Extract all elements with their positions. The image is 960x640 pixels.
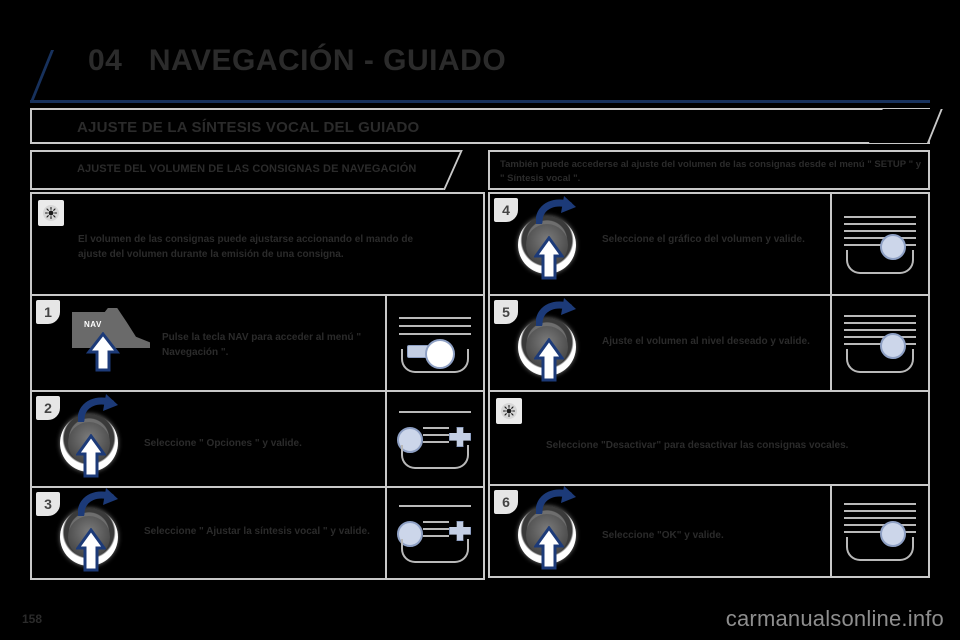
- lightbulb-icon: [38, 200, 64, 226]
- step-cell-3: 3 Seleccione " Ajustar la síntesis vocal…: [30, 486, 485, 580]
- thumbnail-radio: [830, 486, 928, 576]
- radio-faceplate-icon: [393, 497, 477, 569]
- step-text: Seleccione "OK" y valide.: [602, 530, 724, 541]
- intro-left-cell: AJUSTE DEL VOLUMEN DE LAS CONSIGNAS DE N…: [30, 150, 503, 190]
- step-cell-2: 2 Seleccione " Opciones " y valide.: [30, 390, 485, 488]
- section-title: AJUSTE DE LA SÍNTESIS VOCAL DEL GUIADO: [77, 119, 420, 136]
- left-column: El volumen de las consignas puede ajusta…: [30, 192, 485, 580]
- nav-key-icon: NAV: [72, 308, 150, 372]
- thumbnail-radio: [385, 488, 483, 578]
- thumbnail-radio: [830, 194, 928, 294]
- step-text: Seleccione " Opciones " y valide.: [144, 438, 302, 449]
- intro-left-label: AJUSTE DEL VOLUMEN DE LAS CONSIGNAS DE N…: [77, 163, 417, 175]
- chapter-rule: [30, 100, 930, 103]
- lightbulb-icon: [496, 398, 522, 424]
- section-bar-clip: [869, 109, 943, 143]
- step-badge: 5: [494, 300, 518, 324]
- step-badge: 4: [494, 198, 518, 222]
- radio-faceplate-icon: [393, 307, 477, 379]
- rotary-knob-icon: [518, 298, 580, 382]
- radio-dial: [880, 234, 906, 260]
- radio-dial: [425, 339, 455, 369]
- step-badge: 3: [36, 492, 60, 516]
- intro-right-cell: También puede accederse al ajuste del vo…: [488, 150, 930, 190]
- hint-cell-disable: Seleccione "Desactivar" para desactivar …: [488, 390, 930, 486]
- radio-dpad: [449, 427, 471, 447]
- rotary-knob-icon: [518, 486, 580, 570]
- chapter-title-wrap: 04 NAVEGACIÓN - GUIADO: [88, 44, 506, 78]
- hint-text: Seleccione "Desactivar" para desactivar …: [546, 440, 849, 451]
- hint-cell-volume: El volumen de las consignas puede ajusta…: [30, 192, 485, 296]
- rotary-knob-icon: [518, 196, 580, 280]
- page-title: NAVEGACIÓN - GUIADO: [148, 44, 507, 77]
- step-text: Seleccione " Ajustar la síntesis vocal "…: [144, 526, 370, 537]
- watermark: carmanualsonline.info: [725, 606, 944, 631]
- step-text: Seleccione el gráfico del volumen y vali…: [602, 234, 805, 245]
- thumbnail-radio: [385, 392, 483, 486]
- hint-text: El volumen de las consignas puede ajusta…: [78, 234, 414, 260]
- intro-right-note: También puede accederse al ajuste del vo…: [500, 159, 922, 184]
- radio-faceplate-icon: [838, 307, 922, 379]
- section-header: AJUSTE DE LA SÍNTESIS VOCAL DEL GUIADO: [30, 108, 943, 144]
- chapter-number: 04: [88, 44, 123, 77]
- step-text: Pulse la tecla NAV para acceder al menú …: [162, 332, 362, 358]
- thumbnail-radio: [385, 296, 483, 390]
- radio-dpad: [449, 521, 471, 541]
- right-column: 4 Seleccione el gráfico del volumen y va…: [488, 192, 930, 580]
- radio-faceplate-icon: [838, 495, 922, 567]
- page-number: 158: [22, 612, 43, 626]
- step-badge: 6: [494, 490, 518, 514]
- rotary-knob-icon: [60, 394, 122, 478]
- step-cell-5: 5 Ajuste el volumen al nivel deseado y v…: [488, 294, 930, 392]
- step-cell-4: 4 Seleccione el gráfico del volumen y va…: [488, 192, 930, 296]
- radio-faceplate-icon: [393, 403, 477, 475]
- step-cell-1: 1 NAV Pulse la tecla NAV para acceder al…: [30, 294, 485, 392]
- step-badge: 2: [36, 396, 60, 420]
- step-badge: 1: [36, 300, 60, 324]
- step-text: Ajuste el volumen al nivel deseado y val…: [602, 336, 810, 347]
- radio-faceplate-icon: [838, 208, 922, 280]
- step-cell-6: 6 Seleccione "OK" y valide.: [488, 484, 930, 578]
- rotary-knob-icon: [60, 488, 122, 572]
- chapter-header: 04 NAVEGACIÓN - GUIADO: [30, 40, 930, 103]
- nav-key-label: NAV: [84, 320, 102, 329]
- thumbnail-radio: [830, 296, 928, 390]
